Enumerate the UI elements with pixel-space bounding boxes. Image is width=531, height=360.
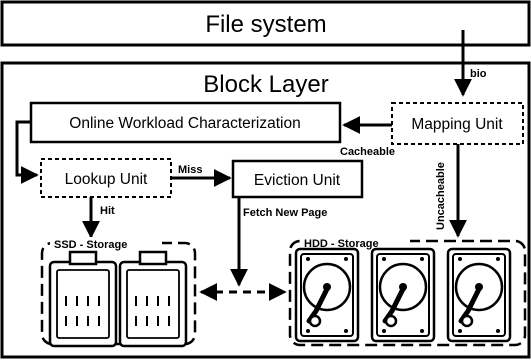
- mapping-unit-label: Mapping Unit: [411, 116, 503, 133]
- file-system-label: File system: [205, 11, 326, 38]
- ssd-drive-2: [118, 250, 188, 348]
- hdd-storage-label: HDD - Storage: [304, 238, 379, 250]
- bio-label: bio: [470, 68, 487, 80]
- hdd-drive-2: [372, 249, 434, 341]
- miss-label: Miss: [178, 164, 202, 176]
- lookup-unit-label: Lookup Unit: [65, 171, 148, 188]
- hdd-drive-3: [448, 249, 510, 341]
- eviction-unit-label: Eviction Unit: [254, 172, 341, 189]
- hdd-label-bg: [300, 235, 410, 249]
- eviction-unit-box: [231, 159, 364, 199]
- hit-label: Hit: [100, 205, 115, 217]
- block-layer-label: Block Layer: [203, 71, 328, 98]
- owc-to-lookup-arrow: [15, 120, 39, 184]
- owc-label: Online Workload Characterization: [69, 115, 300, 132]
- file-system-box: [0, 0, 531, 47]
- fetch-label: Fetch New Page: [243, 207, 327, 219]
- cacheable-label: Cacheable: [340, 146, 395, 158]
- ssd-drive-1: [48, 250, 118, 348]
- ssd-storage-label: SSD - Storage: [54, 239, 127, 251]
- uncacheable-label: Uncacheable: [435, 162, 447, 230]
- hdd-drive-1: [296, 249, 358, 341]
- ssd-label-bg: [50, 237, 162, 251]
